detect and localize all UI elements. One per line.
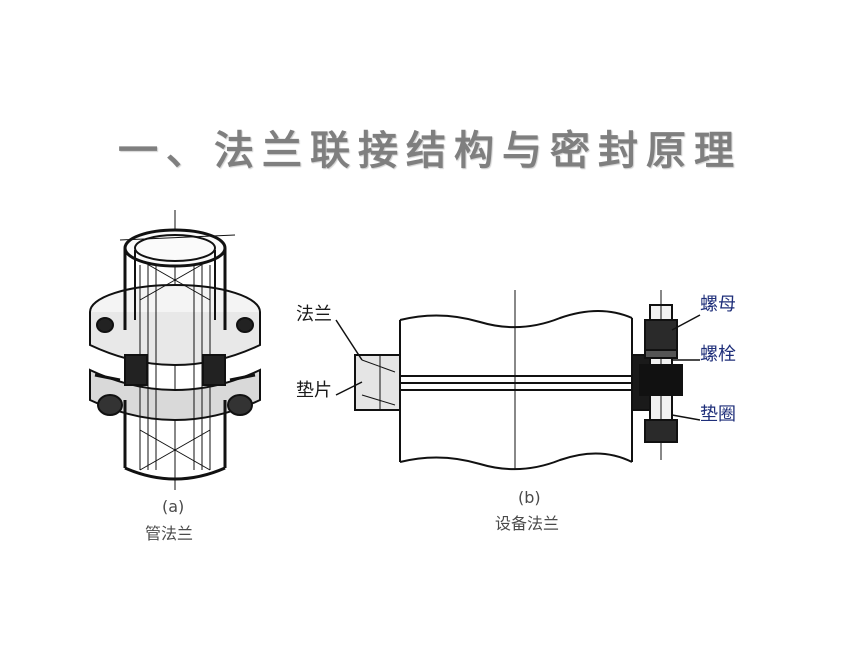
figure-b-sublabel: (b)	[518, 488, 541, 507]
callout-flange: 法兰	[296, 304, 332, 325]
callout-bolt: 螺栓	[700, 344, 736, 365]
slide-title: 一、法兰联接结构与密封原理	[118, 127, 742, 174]
callout-gasket: 垫片	[296, 380, 332, 401]
callout-nut: 螺母	[700, 294, 736, 315]
figure-a-caption: 管法兰	[145, 524, 194, 543]
figure-b-caption: 设备法兰	[495, 514, 560, 533]
equipment-flange-drawing	[335, 290, 701, 471]
pipe-flange-drawing	[89, 210, 261, 490]
callout-washer: 垫圈	[700, 404, 736, 425]
figure-a-sublabel: (a)	[162, 497, 185, 516]
